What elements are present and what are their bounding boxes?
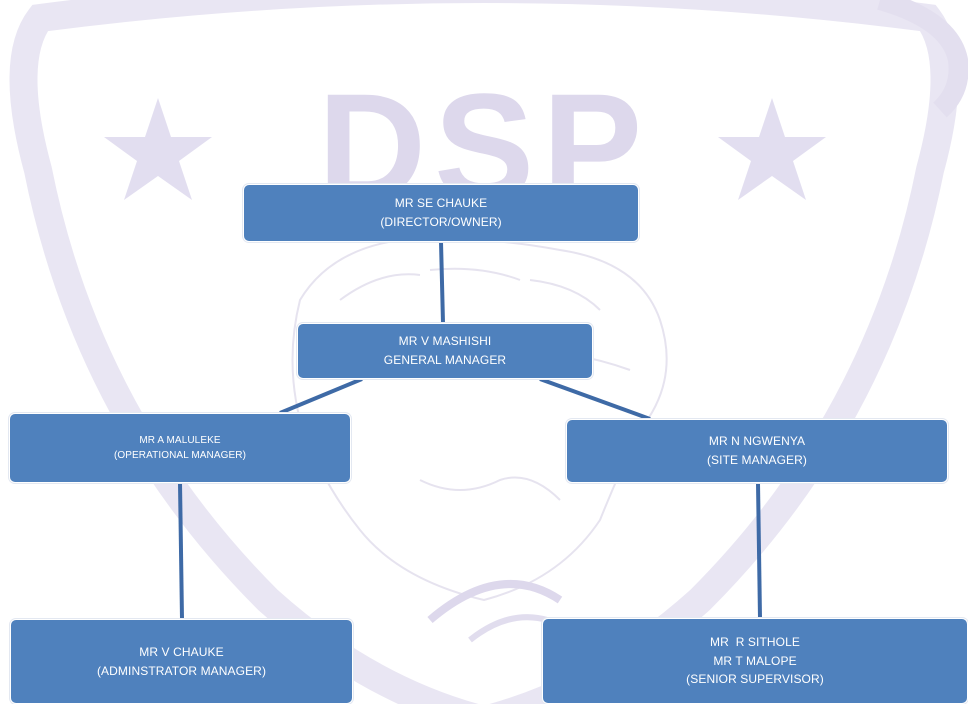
- star-icon: [718, 98, 826, 200]
- node-role: (DIRECTOR/OWNER): [380, 215, 502, 229]
- connector-director-gm: [439, 241, 445, 324]
- node-name: MR N NGWENYA: [708, 434, 806, 449]
- star-icon: [104, 98, 212, 200]
- node-role: (SENIOR SUPERVISOR): [686, 672, 824, 687]
- node-administrator-manager: MR V CHAUKE (ADMINSTRATOR MANAGER): [10, 619, 353, 704]
- node-name: MR SE CHAUKE: [394, 196, 488, 211]
- connector-ops-admin: [178, 482, 184, 620]
- node-role: GENERAL MANAGER: [383, 353, 507, 367]
- node-general-manager: MR V MASHISHI GENERAL MANAGER: [297, 323, 593, 379]
- node-name: MR R SITHOLE: [710, 635, 800, 650]
- connector-gm-site: [539, 377, 651, 421]
- node-role: (OPERATIONAL MANAGER): [113, 450, 247, 461]
- node-name: MR V CHAUKE: [139, 644, 224, 659]
- node-senior-supervisor: MR R SITHOLE MR T MALOPE (SENIOR SUPERVI…: [542, 618, 968, 704]
- node-role: (ADMINSTRATOR MANAGER): [96, 663, 267, 678]
- node-name: MR V MASHISHI: [398, 334, 492, 349]
- node-name: MR T MALOPE: [713, 653, 797, 668]
- shield-outline: [9, 0, 959, 704]
- node-name: MR A MALULEKE: [139, 434, 221, 446]
- connector-site-senior: [756, 482, 762, 619]
- node-director: MR SE CHAUKE (DIRECTOR/OWNER): [243, 184, 639, 242]
- node-operational-manager: MR A MALULEKE (OPERATIONAL MANAGER): [9, 413, 351, 483]
- node-role: (SITE MANAGER): [706, 453, 808, 467]
- node-site-manager: MR N NGWENYA (SITE MANAGER): [566, 419, 948, 483]
- connector-gm-ops: [279, 377, 363, 415]
